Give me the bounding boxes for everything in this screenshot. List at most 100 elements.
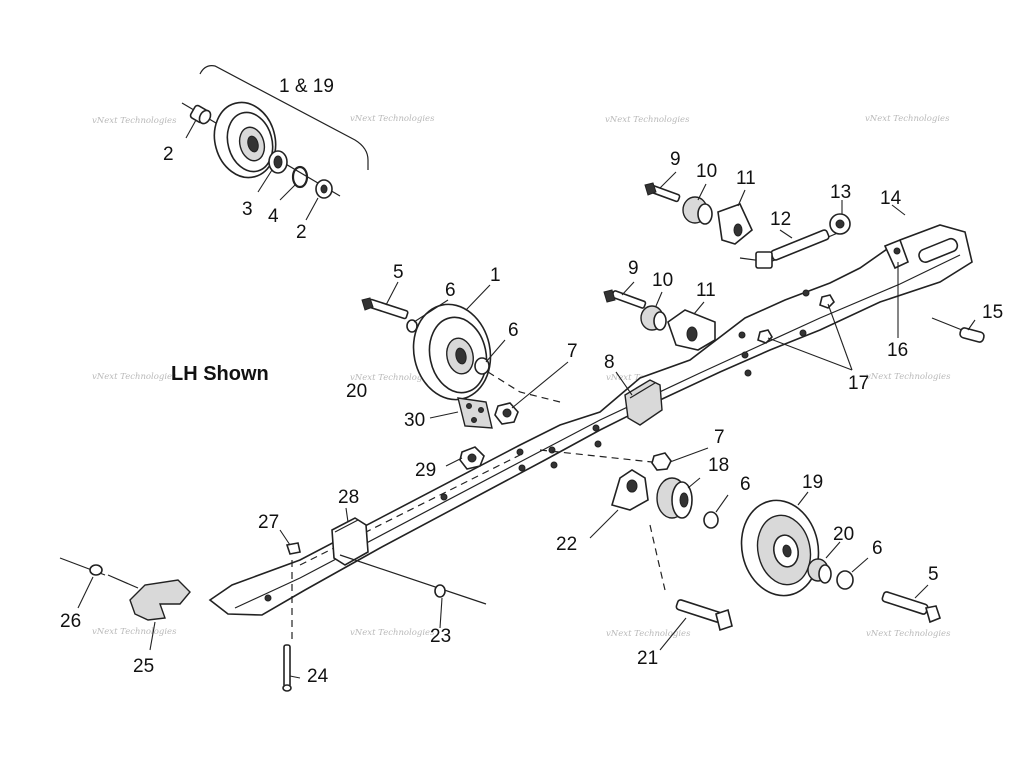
callout-1: 1 — [490, 265, 501, 286]
watermark: vNext Technologies — [350, 373, 435, 383]
wheel-1-exploded — [213, 101, 277, 179]
watermark: vNext Technologies — [866, 629, 951, 639]
rail-tip-25 — [129, 579, 191, 621]
callout-18: 18 — [708, 455, 729, 476]
callout-13: 13 — [830, 182, 851, 203]
callout-8: 8 — [604, 352, 615, 373]
bearing-3 — [268, 150, 288, 174]
spacer-20-lower — [807, 558, 832, 584]
bracket-22 — [611, 469, 649, 511]
watermark: vNext Technologies — [866, 372, 951, 382]
bolt-9-upper — [644, 182, 681, 203]
rail-body — [208, 224, 973, 616]
view-label: LH Shown — [171, 363, 269, 385]
callout-10: 10 — [696, 161, 717, 182]
callout-19: 19 — [802, 472, 823, 493]
rivet-26 — [59, 557, 139, 589]
callout-15: 15 — [982, 302, 1003, 323]
callout-20: 20 — [346, 381, 367, 402]
callout-5: 5 — [928, 564, 939, 585]
suspension-rail-14 — [208, 224, 973, 616]
wheel-1 — [412, 303, 492, 401]
callout-6: 6 — [445, 280, 456, 301]
callout-30: 30 — [404, 410, 425, 431]
callout-10: 10 — [652, 270, 673, 291]
callout-2: 2 — [163, 144, 174, 165]
watermark: vNext Technologies — [92, 116, 177, 126]
callout-26: 26 — [60, 611, 81, 632]
bolt-24 — [282, 560, 293, 692]
spacer-10-middle — [640, 305, 667, 331]
axle-line-lower — [539, 449, 653, 463]
watermark: vNext Technologies — [92, 627, 177, 637]
callout-4: 4 — [268, 206, 279, 227]
watermark: vNext Technologies — [605, 115, 690, 125]
callout-9: 9 — [670, 149, 681, 170]
callout-2: 2 — [296, 222, 307, 243]
nuts-17 — [757, 294, 835, 344]
bolt-12 — [739, 229, 841, 269]
watermark: vNext Technologies — [350, 114, 435, 124]
callout-11: 11 — [736, 168, 756, 189]
callout-9: 9 — [628, 258, 639, 279]
watermark: vNext Technologies — [92, 372, 177, 382]
pin-15 — [931, 317, 985, 343]
callout-5: 5 — [393, 262, 404, 283]
watermark: vNext Technologies — [865, 114, 950, 124]
callout-6: 6 — [740, 474, 751, 495]
bolt-9-middle — [603, 289, 647, 309]
callout-27: 27 — [258, 512, 279, 533]
callout-29: 29 — [415, 460, 436, 481]
watermark: vNext Technologies — [350, 628, 435, 638]
washer-13 — [829, 213, 851, 235]
callout-6: 6 — [508, 320, 519, 341]
callout-22: 22 — [556, 534, 577, 555]
callout-25: 25 — [133, 656, 154, 677]
washer-6-lower — [836, 570, 854, 590]
callout-3: 3 — [242, 199, 253, 220]
wheel-19 — [740, 499, 820, 597]
leader-lines — [77, 119, 976, 679]
group-bracket — [199, 65, 369, 170]
callout-7: 7 — [714, 427, 725, 448]
idler-wheel-assembly-exploded — [181, 65, 369, 199]
rail-holes — [264, 289, 810, 602]
bracket-16 — [883, 238, 910, 270]
callout-1-19: 1 & 19 — [279, 76, 334, 97]
callout-17: 17 — [848, 373, 869, 394]
callout-14: 14 — [880, 188, 902, 209]
axle-line-upper — [487, 371, 561, 403]
bolt-5-lower — [881, 591, 941, 624]
nut-29 — [459, 446, 485, 470]
washer-6-middle — [703, 511, 719, 529]
callout-12: 12 — [770, 209, 791, 230]
clip-27 — [285, 542, 301, 555]
rail-slot — [918, 237, 959, 263]
callout-7: 7 — [567, 341, 578, 362]
nut-7-lower — [651, 452, 672, 471]
bolt-21 — [649, 524, 733, 632]
bolt-5-upper — [361, 297, 409, 320]
callout-28: 28 — [338, 487, 359, 508]
callout-16: 16 — [887, 340, 908, 361]
callout-20: 20 — [833, 524, 854, 545]
watermark: vNext Technologies — [606, 629, 691, 639]
callout-23: 23 — [430, 626, 451, 647]
slide-bracket-8 — [624, 379, 663, 426]
spacer-2-left — [189, 104, 212, 125]
spacer-2-right — [315, 179, 333, 199]
plate-30 — [457, 397, 493, 429]
callout-21: 21 — [637, 648, 658, 669]
spacer-10-upper — [682, 196, 713, 225]
spacer-wheel-18 — [656, 477, 693, 519]
slide-28 — [331, 517, 369, 566]
snap-ring-4 — [291, 165, 309, 189]
cushion-11-upper — [717, 202, 753, 245]
callout-11: 11 — [696, 280, 716, 301]
cushion-11-middle — [667, 309, 716, 351]
screw-23 — [339, 554, 487, 605]
callouts: 1 & 19 2 3 4 2 5 6 1 6 20 7 8 30 7 29 9 … — [60, 76, 1003, 687]
callout-24: 24 — [307, 666, 329, 687]
washer-6-upper-left — [406, 319, 418, 333]
